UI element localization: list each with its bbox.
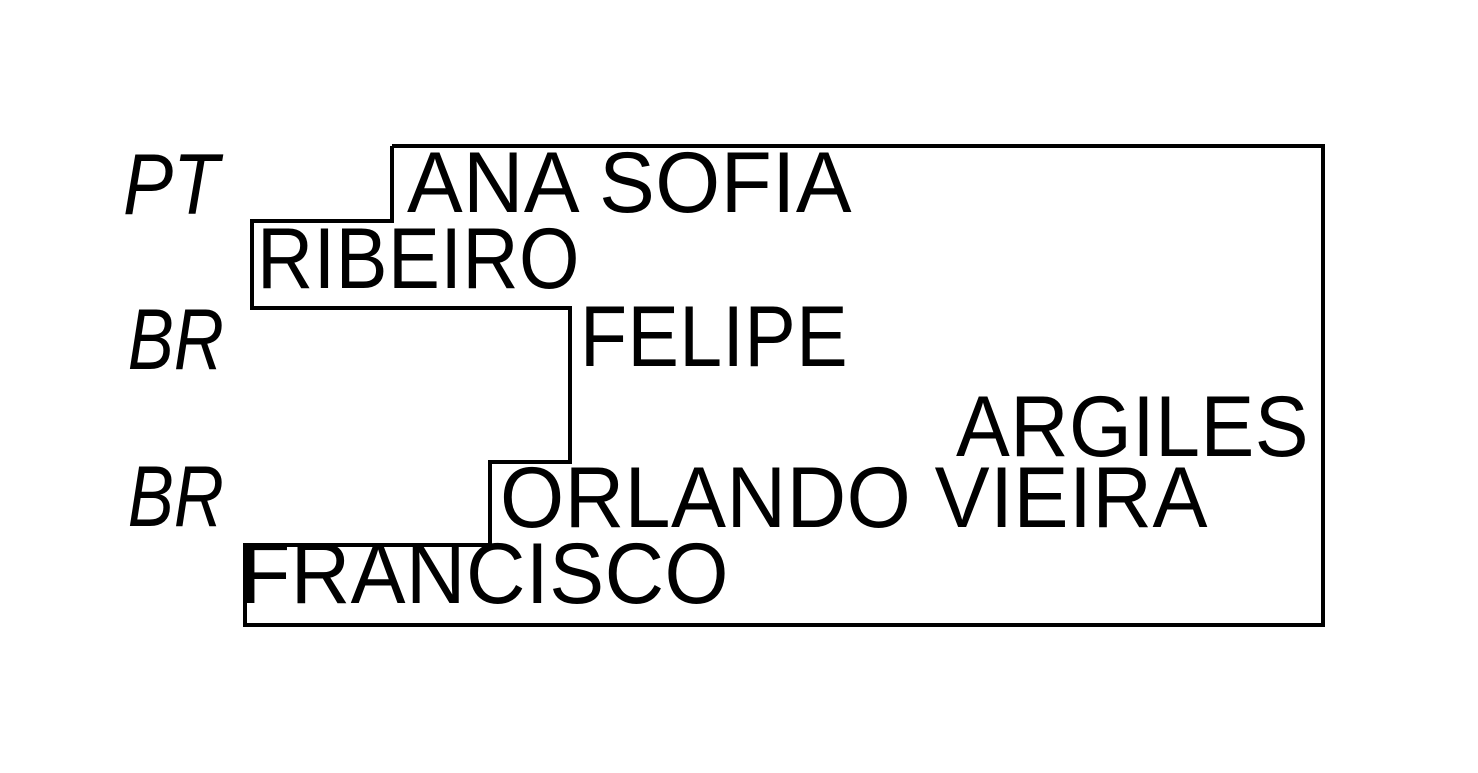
name-francisco: FRANCISCO — [240, 526, 729, 622]
name-ribeiro: RIBEIRO — [257, 211, 580, 307]
bracket-polyline — [243, 144, 1325, 627]
name-ana-sofia: ANA SOFIA — [407, 135, 853, 231]
name-argiles: ARGILES — [956, 379, 1310, 475]
country-code-br-1: BR — [127, 292, 224, 388]
name-orlando-vieira: ORLANDO VIEIRA — [500, 450, 1208, 546]
country-code-br-2: BR — [127, 449, 224, 545]
name-felipe: FELIPE — [580, 289, 849, 385]
country-code-pt: PT — [122, 137, 219, 233]
